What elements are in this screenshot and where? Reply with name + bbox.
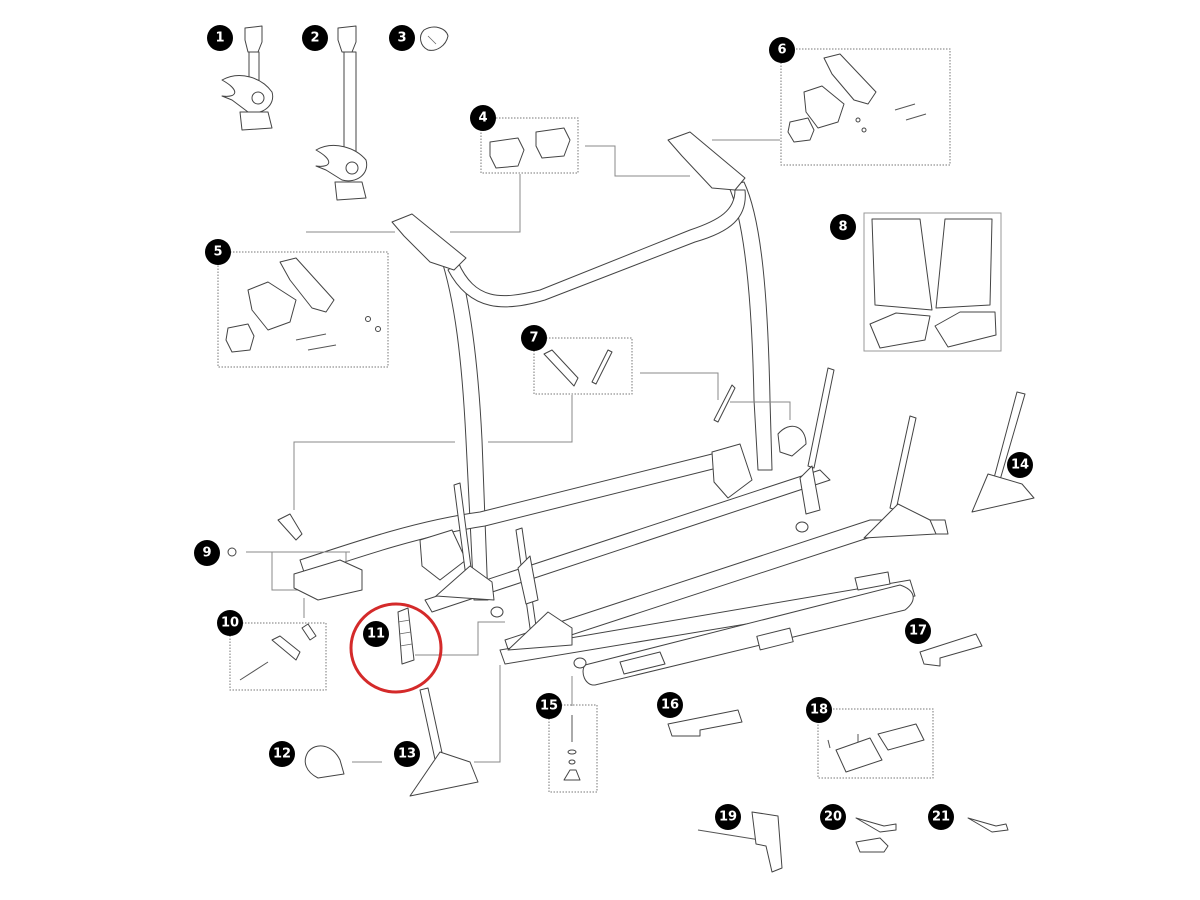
badge-19[interactable]: 19 xyxy=(715,804,741,830)
part-9-plug xyxy=(227,547,237,557)
svg-text:3: 3 xyxy=(397,31,406,46)
svg-text:14: 14 xyxy=(1011,458,1029,473)
svg-text:19: 19 xyxy=(719,810,737,825)
frame-wheel-arm xyxy=(889,415,917,511)
badge-11[interactable]: 11 xyxy=(363,621,389,647)
frame-wheel-base xyxy=(507,611,573,651)
part-18-lock-housing xyxy=(817,708,934,779)
foot xyxy=(573,657,587,669)
part-6-hinge-kit-right xyxy=(780,48,951,166)
callout-badges: 1 2 3 4 5 6 7 8 9 10 11 12 13 14 15 16 1… xyxy=(194,25,1033,830)
frame-clip-9 xyxy=(277,513,303,541)
left-hinge-block xyxy=(419,529,467,581)
right-upright-tube xyxy=(727,181,773,471)
part-4-end-caps xyxy=(480,117,579,174)
part-14-wheel-holder xyxy=(971,391,1035,513)
svg-text:13: 13 xyxy=(398,747,416,762)
svg-text:9: 9 xyxy=(202,546,211,561)
badge-4[interactable]: 4 xyxy=(470,105,496,131)
part-21-key xyxy=(967,817,1009,833)
part-12-end-cap xyxy=(304,745,345,779)
frame-lever xyxy=(293,559,363,601)
highlight-circle xyxy=(349,602,443,694)
badge-7[interactable]: 7 xyxy=(521,325,547,351)
svg-text:6: 6 xyxy=(777,43,786,58)
badge-2[interactable]: 2 xyxy=(302,25,328,51)
part-15-bolt-kit xyxy=(548,704,598,793)
leader-lines xyxy=(246,139,791,763)
svg-text:8: 8 xyxy=(838,220,847,235)
rear-tube xyxy=(299,451,726,576)
frame-wheel-base xyxy=(863,503,937,539)
part-13-wheel-holder xyxy=(409,687,479,797)
part-19-release-handle xyxy=(697,811,783,873)
part-20-lock-and-key xyxy=(855,817,897,853)
main-carrier-frame xyxy=(299,131,949,686)
right-top-pad xyxy=(667,131,746,191)
part-7-clips xyxy=(533,337,736,423)
part-16-cover xyxy=(667,709,743,737)
badge-20[interactable]: 20 xyxy=(820,804,846,830)
svg-text:15: 15 xyxy=(540,699,558,714)
front-cross-tube xyxy=(582,584,914,686)
svg-text:5: 5 xyxy=(213,245,222,260)
right-hinge-knob xyxy=(777,425,807,457)
svg-text:1: 1 xyxy=(215,31,224,46)
svg-text:12: 12 xyxy=(273,747,291,762)
badge-15[interactable]: 15 xyxy=(536,693,562,719)
badge-9[interactable]: 9 xyxy=(194,540,220,566)
badge-12[interactable]: 12 xyxy=(269,741,295,767)
part-17-cover xyxy=(919,633,983,667)
foot xyxy=(490,606,504,618)
part-10-lever-pin-kit xyxy=(229,622,327,691)
svg-text:21: 21 xyxy=(932,810,950,825)
badge-6[interactable]: 6 xyxy=(769,37,795,63)
right-hinge-block xyxy=(711,443,753,499)
frame-end-cap xyxy=(619,651,666,675)
frame-wheel-arm xyxy=(807,367,835,469)
badge-10[interactable]: 10 xyxy=(217,610,243,636)
svg-text:7: 7 xyxy=(529,331,538,346)
badge-21[interactable]: 21 xyxy=(928,804,954,830)
badge-18[interactable]: 18 xyxy=(806,697,832,723)
frame-ratchet xyxy=(517,555,539,605)
thule-logo-pad xyxy=(756,627,794,651)
badge-5[interactable]: 5 xyxy=(205,239,231,265)
badge-17[interactable]: 17 xyxy=(905,618,931,644)
frame-end-cap xyxy=(854,571,891,591)
badge-3[interactable]: 3 xyxy=(389,25,415,51)
svg-text:4: 4 xyxy=(478,111,487,126)
badge-14[interactable]: 14 xyxy=(1007,452,1033,478)
badge-13[interactable]: 13 xyxy=(394,741,420,767)
part-11-ratchet-strap xyxy=(349,602,443,694)
svg-text:20: 20 xyxy=(824,810,842,825)
badge-1[interactable]: 1 xyxy=(207,25,233,51)
frame-wheel-base xyxy=(435,565,495,601)
left-top-pad xyxy=(391,213,467,271)
part-3-cap xyxy=(420,26,449,51)
svg-text:2: 2 xyxy=(310,31,319,46)
part-2-long-arm xyxy=(315,25,368,201)
badge-8[interactable]: 8 xyxy=(830,214,856,240)
rail-front xyxy=(499,579,916,665)
top-arch-tube xyxy=(447,189,746,308)
svg-text:17: 17 xyxy=(909,624,927,639)
svg-text:18: 18 xyxy=(810,703,828,718)
foot xyxy=(795,521,809,533)
badge-16[interactable]: 16 xyxy=(657,692,683,718)
svg-text:10: 10 xyxy=(221,616,239,631)
part-1-short-arm xyxy=(221,25,274,131)
svg-text:11: 11 xyxy=(367,627,385,642)
part-5-hinge-kit-left xyxy=(217,251,389,368)
part-8-reflector-sheet xyxy=(863,212,1002,352)
frame-ratchet xyxy=(799,465,821,515)
svg-text:16: 16 xyxy=(661,698,679,713)
